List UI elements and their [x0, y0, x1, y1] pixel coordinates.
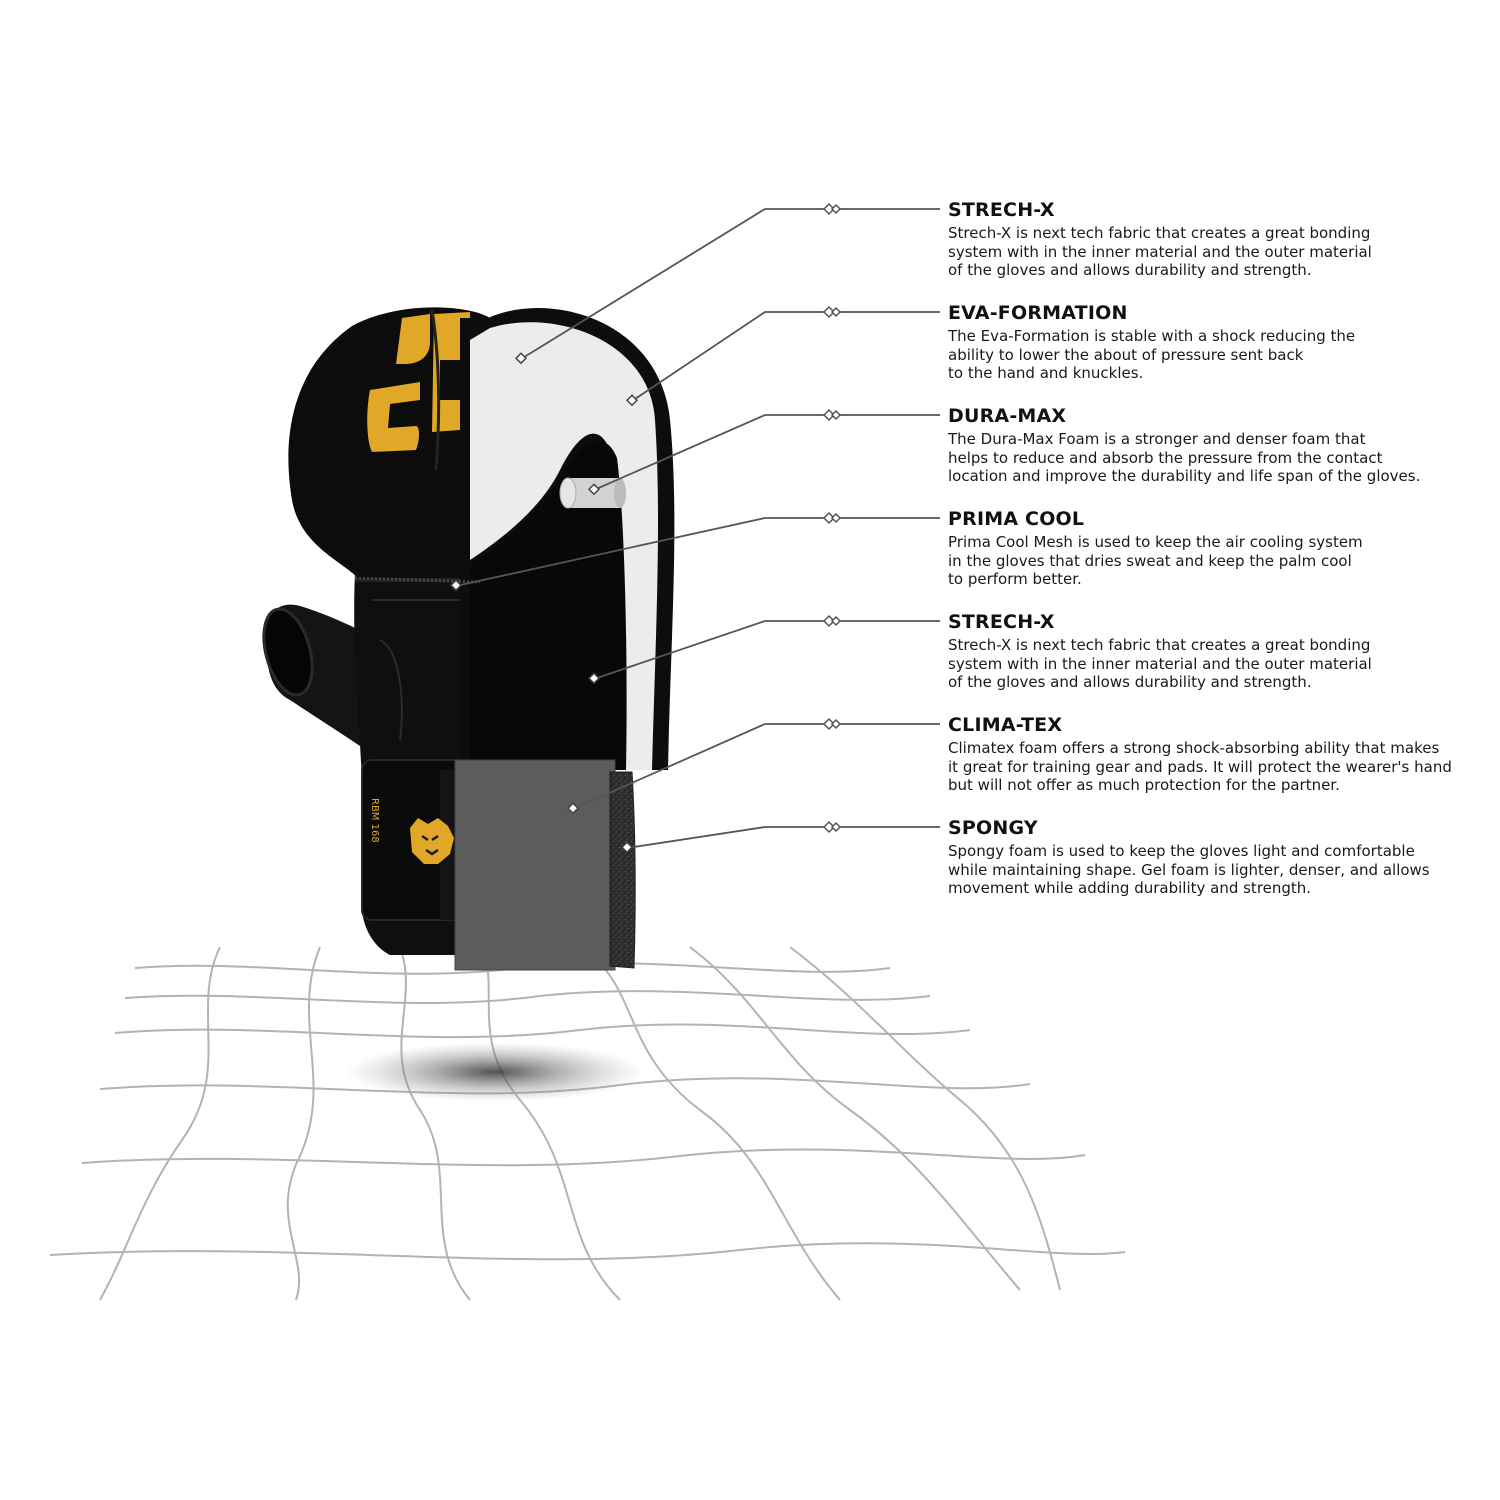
callout-eva-formation: EVA-FORMATION The Eva-Formation is stabl… — [948, 302, 1468, 383]
callout-strech-x-outer: STRECH-X Strech-X is next tech fabric th… — [948, 199, 1468, 280]
callout-description: Strech-X is next tech fabric that create… — [948, 224, 1372, 279]
glove-shell — [288, 307, 490, 578]
clima-tex-layer — [454, 759, 616, 971]
tiger-head-icon — [410, 818, 454, 864]
callout-description: Climatex foam offers a strong shock-abso… — [948, 739, 1452, 794]
callout-title: CLIMA-TEX — [948, 714, 1063, 736]
leader-lines — [455, 208, 940, 849]
callout-prima-cool: PRIMA COOL Prima Cool Mesh is used to ke… — [948, 508, 1468, 589]
floor-grid — [49, 946, 1126, 1301]
callout-description: Strech-X is next tech fabric that create… — [948, 636, 1372, 691]
callout-title: SPONGY — [948, 817, 1038, 839]
callout-description: Prima Cool Mesh is used to keep the air … — [948, 533, 1363, 588]
callout-clima-tex: CLIMA-TEX Climatex foam offers a strong … — [948, 714, 1468, 795]
glove-thumb — [262, 604, 380, 760]
callout-dura-max: DURA-MAX The Dura-Max Foam is a stronger… — [948, 405, 1468, 486]
wrist-strap: RBM 168 — [361, 759, 471, 921]
callout-description: The Dura-Max Foam is a stronger and dens… — [948, 430, 1421, 485]
callout-title: STRECH-X — [948, 611, 1055, 633]
callout-description: The Eva-Formation is stable with a shock… — [948, 327, 1356, 382]
callout-title: PRIMA COOL — [948, 508, 1085, 530]
cutaway-layers — [354, 308, 675, 971]
callout-spongy: SPONGY Spongy foam is used to keep the g… — [948, 817, 1468, 898]
spongy-layer — [609, 771, 636, 969]
callout-strech-x-inner: STRECH-X Strech-X is next tech fabric th… — [948, 611, 1468, 692]
leader-endpoints — [449, 352, 639, 854]
glove-shadow — [345, 1042, 645, 1102]
callout-title: EVA-FORMATION — [948, 302, 1128, 324]
cuff-text: RBM 168 — [369, 798, 380, 843]
callout-description: Spongy foam is used to keep the gloves l… — [948, 842, 1430, 897]
callout-title: STRECH-X — [948, 199, 1055, 221]
callout-title: DURA-MAX — [948, 405, 1067, 427]
leader-nodes — [822, 202, 842, 834]
